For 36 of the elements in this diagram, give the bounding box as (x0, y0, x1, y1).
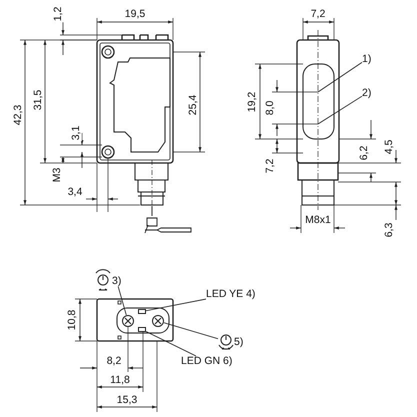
dimension-value: 19,5 (124, 8, 146, 20)
dimension-value: 4,5 (384, 138, 394, 156)
dimension-value: 11,8 (109, 374, 131, 386)
dimension-value: M3 (52, 166, 62, 184)
dimension-value: 6,2 (358, 144, 370, 162)
callout-text: 3) (112, 276, 122, 286)
dimension-value: 42,3 (12, 104, 24, 126)
dimension-value: 31,5 (32, 88, 44, 112)
led-window (138, 309, 146, 314)
potentiometer-screw (152, 315, 164, 327)
dimension-value: 3,4 (66, 186, 84, 198)
leader-line (118, 286, 127, 316)
dimension-value: 3,1 (70, 124, 82, 142)
dimension-value: 10,8 (66, 308, 78, 332)
leader-line (164, 322, 218, 340)
dimension-value: 7,2 (264, 158, 276, 174)
led-window (138, 327, 146, 332)
dimension-value: 7,2 (310, 8, 326, 20)
dimension-value: M8x1 (304, 214, 332, 226)
dimension-value: 25,4 (188, 94, 198, 116)
dimension-value: 8,0 (264, 100, 276, 116)
leader-line (318, 62, 362, 92)
callout-text: 5) (234, 337, 244, 348)
dimension-value: 1,2 (52, 6, 64, 22)
callout-text: LED YE 4) (206, 289, 256, 300)
potentiometer-screw (122, 315, 134, 327)
dimension-value: 8,2 (106, 356, 122, 366)
callout-text: 2) (362, 88, 372, 98)
dimension-value: 19,2 (246, 90, 258, 114)
leader-line (318, 96, 362, 124)
dimension-value: 6,3 (384, 222, 394, 238)
leader-line (146, 331, 196, 356)
leader-line (146, 298, 206, 312)
callout-text: LED GN 6) (181, 356, 232, 366)
callout-text: 1) (362, 54, 372, 64)
dimension-value: 15,3 (116, 394, 138, 406)
